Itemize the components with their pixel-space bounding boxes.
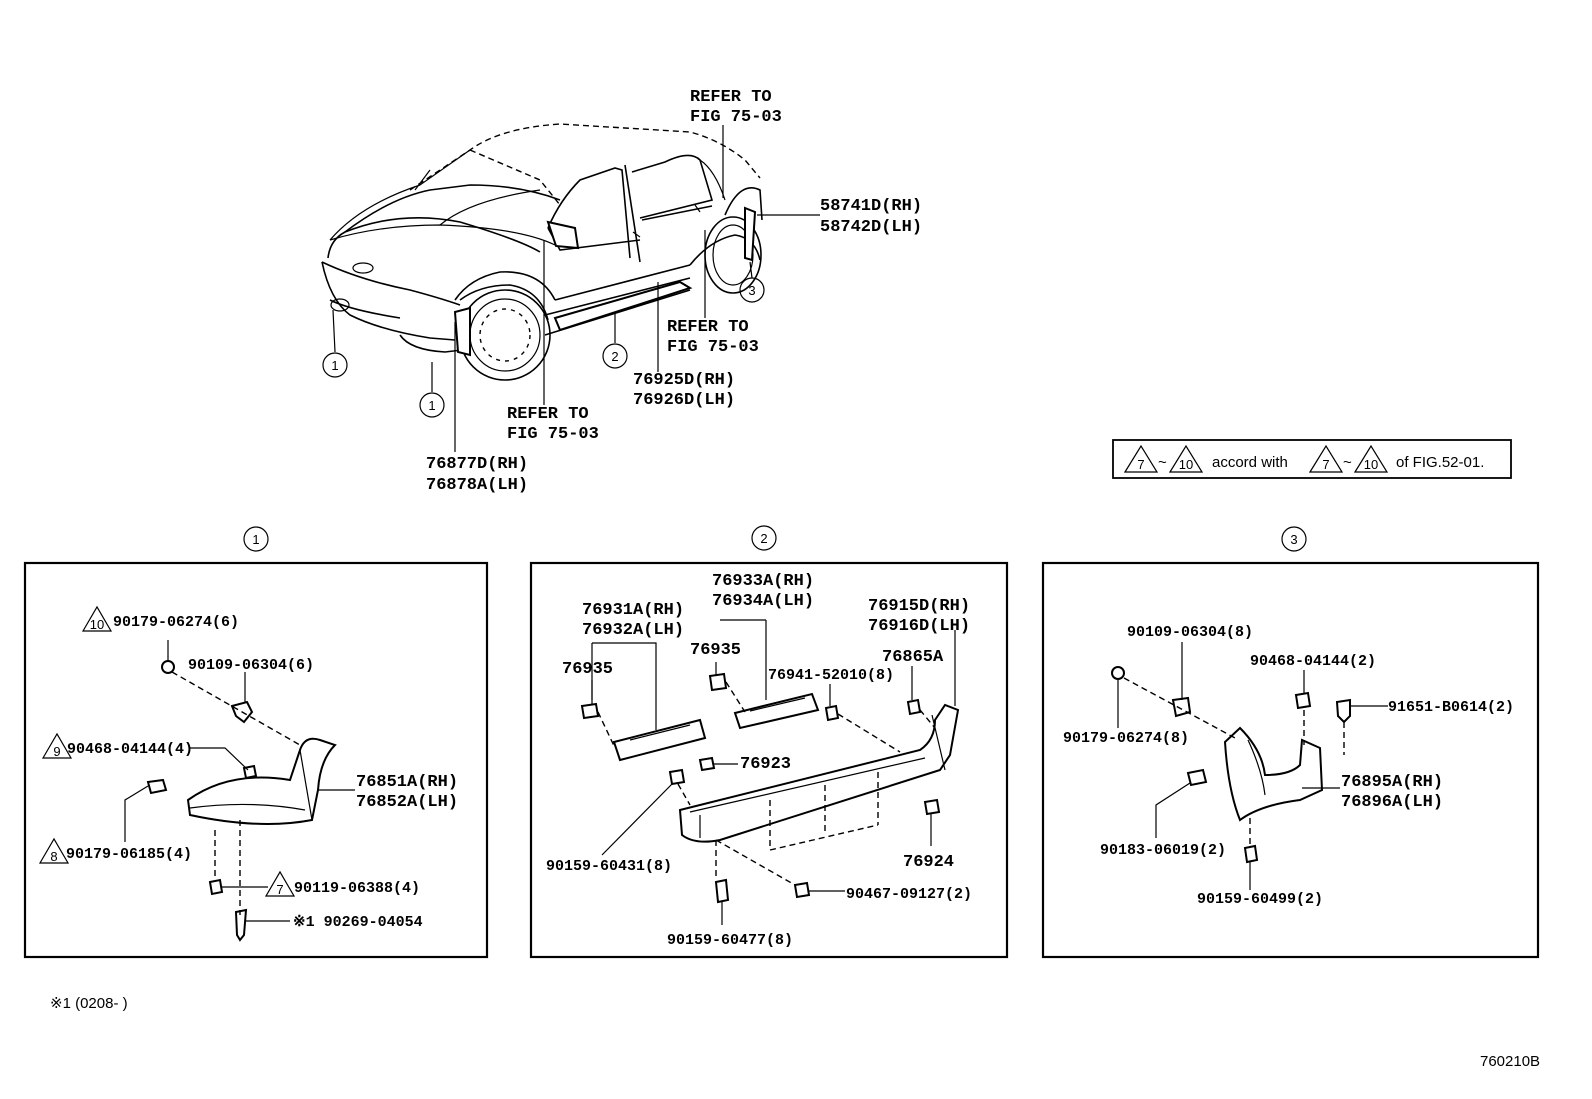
part-76852a-label: 76852A(LH) — [356, 793, 458, 812]
svg-text:3: 3 — [748, 283, 755, 298]
part-76923-label: 76923 — [740, 755, 791, 774]
part-90269-04054-label: ※1 90269-04054 — [293, 914, 423, 931]
callout-circle-3[interactable]: 3 — [739, 277, 765, 303]
part-76895a-label: 76895A(RH) — [1341, 773, 1443, 792]
refer-to-label-low-1: REFER TO — [507, 405, 589, 424]
part-90467-09127-label: 90467-09127(2) — [846, 886, 972, 903]
refer-to-label-top-2: FIG 75-03 — [690, 108, 782, 127]
panel-2-frame — [529, 561, 1009, 959]
note-text-mid: accord with — [1212, 454, 1288, 471]
panel1-triangle-7: 7 — [276, 882, 283, 897]
part-90159-60499-label: 90159-60499(2) — [1197, 891, 1323, 908]
svg-text:1: 1 — [252, 532, 259, 547]
note-triangle-b2: 10 — [1364, 457, 1378, 472]
part-76865a-label: 76865A — [882, 648, 944, 667]
panel-2-drawing — [580, 619, 960, 925]
part-76931a-label: 76931A(RH) — [582, 601, 684, 620]
part-90109-06304-label: 90109-06304(6) — [188, 657, 314, 674]
figure-id: 760210B — [1480, 1053, 1540, 1070]
panel1-triangle-9: 9 — [53, 744, 60, 759]
part-90179-06185-label: 90179-06185(4) — [66, 846, 192, 863]
panel-3-frame — [1041, 561, 1540, 959]
panel-3-drawing — [1111, 642, 1388, 890]
part-76935-label-right: 76935 — [690, 641, 741, 660]
part-58741d-label: 58741D(RH) — [820, 197, 922, 216]
callout-circle-2[interactable]: 2 — [602, 343, 628, 369]
part-90179-06274-label-p3: 90179-06274(8) — [1063, 730, 1189, 747]
part-76941-52010-label: 76941-52010(8) — [768, 667, 894, 684]
note-triangle-b1: 7 — [1322, 457, 1329, 472]
part-76915d-label: 76915D(RH) — [868, 597, 970, 616]
panel-2-header[interactable]: 2 — [751, 525, 777, 551]
part-91651-b0614-label: 91651-B0614(2) — [1388, 699, 1514, 716]
part-90159-60477-label: 90159-60477(8) — [667, 932, 793, 949]
refer-to-label-low-2: FIG 75-03 — [507, 425, 599, 444]
note-triangle-a1: 7 — [1137, 457, 1144, 472]
part-76933a-label: 76933A(RH) — [712, 572, 814, 591]
part-76878a-label: 76878A(LH) — [426, 476, 528, 495]
svg-text:3: 3 — [1290, 532, 1297, 547]
part-76896a-label: 76896A(LH) — [1341, 793, 1443, 812]
svg-text:1: 1 — [428, 398, 435, 413]
refer-to-label-mid-1: REFER TO — [667, 318, 749, 337]
panel1-triangle-8: 8 — [50, 849, 57, 864]
part-90468-04144-label: 90468-04144(4) — [67, 741, 193, 758]
note-text-end: of FIG.52-01. — [1396, 454, 1484, 471]
panel1-triangle-10: 10 — [90, 617, 104, 632]
svg-text:2: 2 — [611, 349, 618, 364]
part-90109-06304-label-p3: 90109-06304(8) — [1127, 624, 1253, 641]
part-58742d-label: 58742D(LH) — [820, 218, 922, 237]
callout-circle-1a[interactable]: 1 — [322, 352, 348, 378]
part-76916d-label: 76916D(LH) — [868, 617, 970, 636]
panel-3-header[interactable]: 3 — [1281, 526, 1307, 552]
note-triangle-a2: 10 — [1179, 457, 1193, 472]
panel-1-frame — [23, 561, 489, 959]
car-overview-drawing — [321, 123, 820, 452]
footnote: ※1 (0208- ) — [50, 995, 128, 1012]
note-tilde-1: ~ — [1158, 454, 1167, 471]
part-90183-06019-label: 90183-06019(2) — [1100, 842, 1226, 859]
note-tilde-2: ~ — [1343, 454, 1352, 471]
part-90179-06274-label: 90179-06274(6) — [113, 614, 239, 631]
panel-1-drawing — [124, 640, 355, 942]
part-76932a-label: 76932A(LH) — [582, 621, 684, 640]
refer-to-label-top-1: REFER TO — [690, 88, 772, 107]
svg-text:1: 1 — [331, 358, 338, 373]
refer-to-label-mid-2: FIG 75-03 — [667, 338, 759, 357]
part-76934a-label: 76934A(LH) — [712, 592, 814, 611]
part-90159-60431-label: 90159-60431(8) — [546, 858, 672, 875]
callout-circle-1b[interactable]: 1 — [419, 392, 445, 418]
part-90468-04144-label-p3: 90468-04144(2) — [1250, 653, 1376, 670]
svg-text:2: 2 — [760, 531, 767, 546]
part-90119-06388-label: 90119-06388(4) — [294, 880, 420, 897]
note-box: 7 ~ 10 accord with 7 ~ 10 of FIG.52-01. — [1112, 439, 1512, 479]
part-76877d-label: 76877D(RH) — [426, 455, 528, 474]
part-76851a-label: 76851A(RH) — [356, 773, 458, 792]
part-76926d-label: 76926D(LH) — [633, 391, 735, 410]
panel-1-header[interactable]: 1 — [243, 526, 269, 552]
part-76935-label-left: 76935 — [562, 660, 613, 679]
part-76925d-label: 76925D(RH) — [633, 371, 735, 390]
part-76924-label: 76924 — [903, 853, 954, 872]
